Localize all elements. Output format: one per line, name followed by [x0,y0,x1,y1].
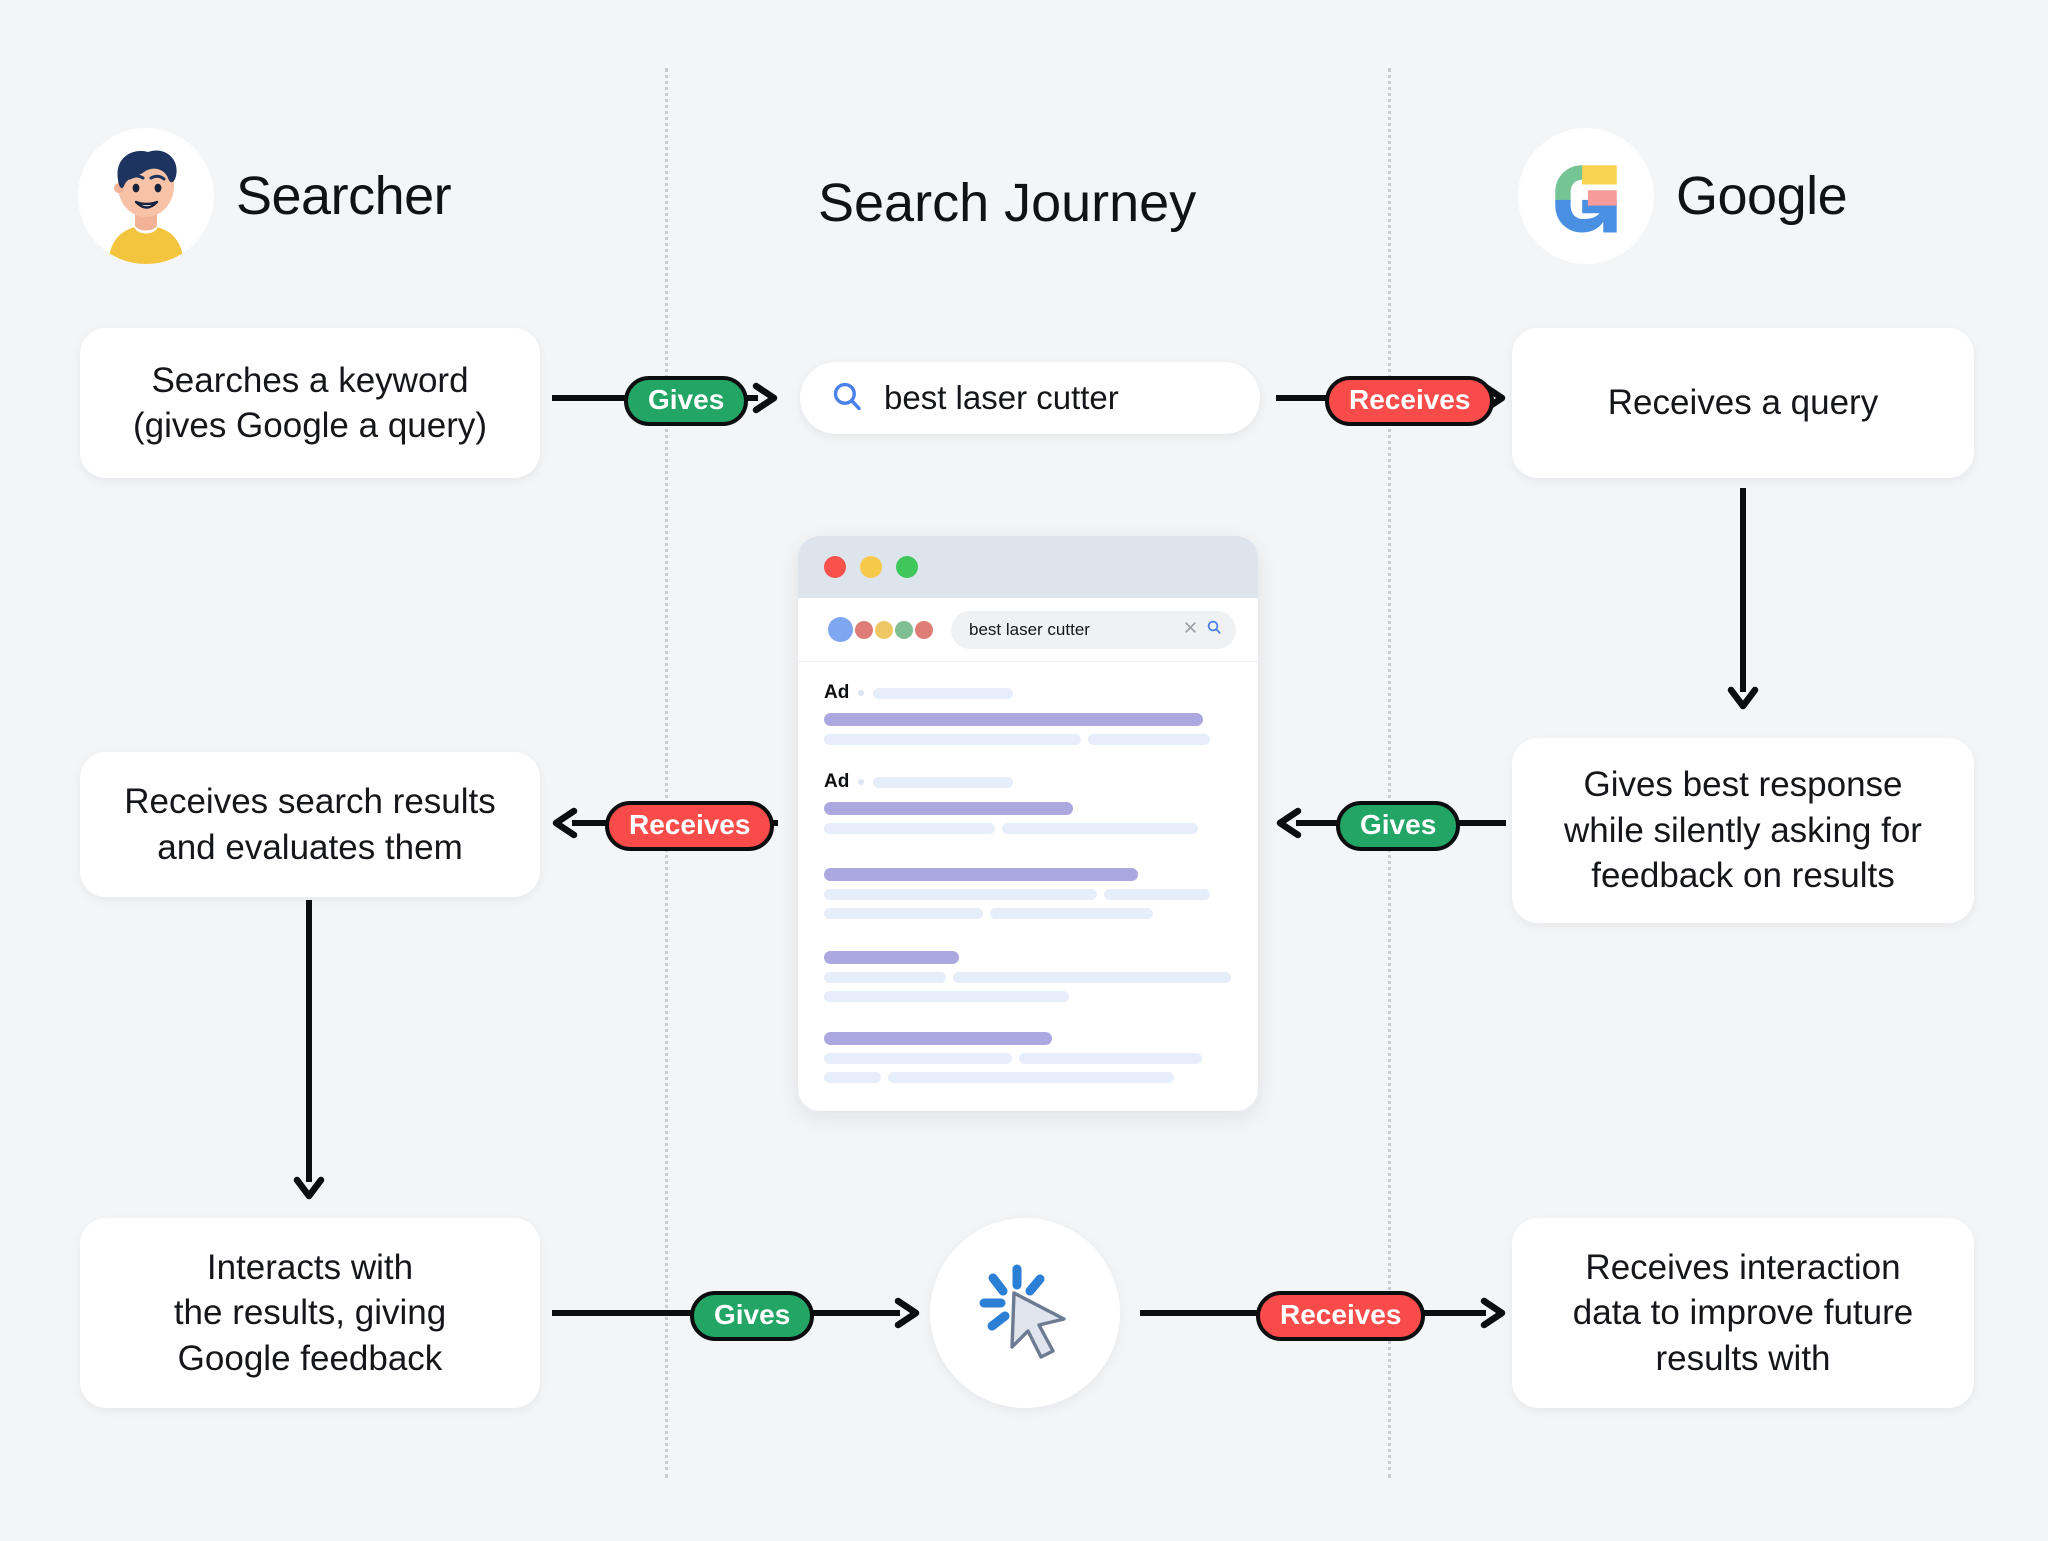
arrow-searcher-down [292,900,326,1200]
card-google-step-2[interactable]: Gives best response while silently askin… [1512,738,1974,923]
cursor-click-icon [967,1253,1083,1374]
ad-label-row-2: Ad [824,771,1232,793]
result-desc-row [824,889,1232,900]
separator-dot-icon [858,779,865,785]
card-google-step-1-text: Receives a query [1607,383,1879,423]
center-search-bar[interactable]: best laser cutter [800,362,1260,434]
google-g-logo-icon [1518,128,1654,264]
result-desc-bar [824,734,1082,745]
result-desc-row [824,972,1232,983]
result-title-bar [824,713,1204,726]
result-desc-bar [1104,889,1211,900]
search-result-organic-1[interactable] [824,868,1232,919]
card-google-step-3-text: Receives interaction data to improve fut… [1572,1247,1914,1378]
result-desc-row [824,734,1232,745]
result-desc-bar [824,908,984,919]
card-searcher-step-3[interactable]: Interacts with the results, giving Googl… [80,1218,540,1408]
result-desc-row [824,1053,1232,1064]
card-google-step-2-text: Gives best response while silently askin… [1564,765,1922,896]
ad-label-row-1: Ad [824,682,1232,704]
close-red-dot[interactable] [824,556,846,578]
search-icon[interactable] [1206,619,1222,640]
badge-gives-row1[interactable]: Gives [624,376,749,426]
close-x-icon[interactable] [1183,620,1198,640]
browser-mockup[interactable]: best laser cutter Ad [798,536,1258,1111]
ad-label: Ad [824,682,850,703]
favicon-dot-green [895,620,913,639]
center-search-query: best laser cutter [884,379,1119,416]
result-title-bar [824,951,959,964]
result-desc-bar [888,1072,1174,1083]
card-searcher-step-1-text: Searches a keyword (gives Google a query… [132,360,488,446]
minimize-yellow-dot[interactable] [860,556,882,578]
browser-titlebar [798,536,1258,598]
card-google-step-1[interactable]: Receives a query [1512,328,1974,478]
result-desc-bar [824,1053,1012,1064]
badge-receives-row2[interactable]: Receives [605,801,775,851]
lane-header-journey: Search Journey [818,172,1196,234]
result-desc-bar [824,1072,882,1083]
lane-title-searcher: Searcher [236,166,452,226]
badge-gives-row3[interactable]: Gives [690,1291,815,1341]
card-searcher-step-2[interactable]: Receives search results and evaluates th… [80,752,540,897]
result-title-bar [824,802,1073,815]
browser-toolbar: best laser cutter [798,598,1258,662]
result-desc-row [824,1072,1232,1083]
search-result-organic-3[interactable] [824,1032,1232,1083]
browser-favicon-dots [828,617,933,642]
card-searcher-step-3-text: Interacts with the results, giving Googl… [173,1247,447,1378]
result-desc-bar [1088,734,1211,745]
person-avatar-icon [78,128,214,264]
result-desc-bar [990,908,1154,919]
lane-divider-right [1388,68,1391,1478]
favicon-dot-red-1 [855,620,873,639]
result-desc-bar [824,889,1098,900]
badge-receives-row1[interactable]: Receives [1325,376,1495,426]
lane-header-searcher: Searcher [78,128,452,264]
favicon-dot-yellow [875,620,893,639]
lane-title-google: Google [1676,166,1848,226]
cursor-click-icon-badge[interactable] [930,1218,1120,1408]
lane-header-google: Google [1518,128,1848,264]
result-desc-row [824,908,1232,919]
favicon-dot-red-2 [915,620,933,639]
result-desc-bar [824,972,947,983]
result-desc-bar [824,823,996,834]
result-desc-bar [824,991,1069,1002]
result-desc-bar [953,972,1231,983]
card-searcher-step-2-text: Receives search results and evaluates th… [124,782,496,867]
result-desc-bar [1002,823,1199,834]
ad-label: Ad [824,771,850,792]
result-url-bar [873,687,1014,699]
search-result-ad-2[interactable]: Ad [824,771,1232,834]
result-title-bar [824,868,1139,881]
lane-divider-left [665,68,668,1478]
search-result-ad-1[interactable]: Ad [824,682,1232,745]
search-result-organic-2[interactable] [824,951,1232,1002]
result-url-bar [873,776,1014,788]
maximize-green-dot[interactable] [896,556,918,578]
search-icon [830,379,864,418]
browser-url-query: best laser cutter [969,619,1090,639]
result-desc-row [824,991,1232,1002]
lane-title-journey: Search Journey [818,173,1197,233]
arrow-google-down [1726,488,1760,710]
browser-url-bar[interactable]: best laser cutter [951,610,1236,649]
result-desc-bar [1018,1053,1203,1064]
result-title-bar [824,1032,1053,1045]
badge-receives-row3[interactable]: Receives [1256,1291,1426,1341]
result-desc-row [824,823,1232,834]
browser-search-results: Ad Ad [798,662,1258,1111]
card-google-step-3[interactable]: Receives interaction data to improve fut… [1512,1218,1974,1408]
separator-dot-icon [858,690,865,696]
card-searcher-step-1[interactable]: Searches a keyword (gives Google a query… [80,328,540,478]
favicon-dot-blue [828,617,853,642]
badge-gives-row2[interactable]: Gives [1336,801,1461,851]
